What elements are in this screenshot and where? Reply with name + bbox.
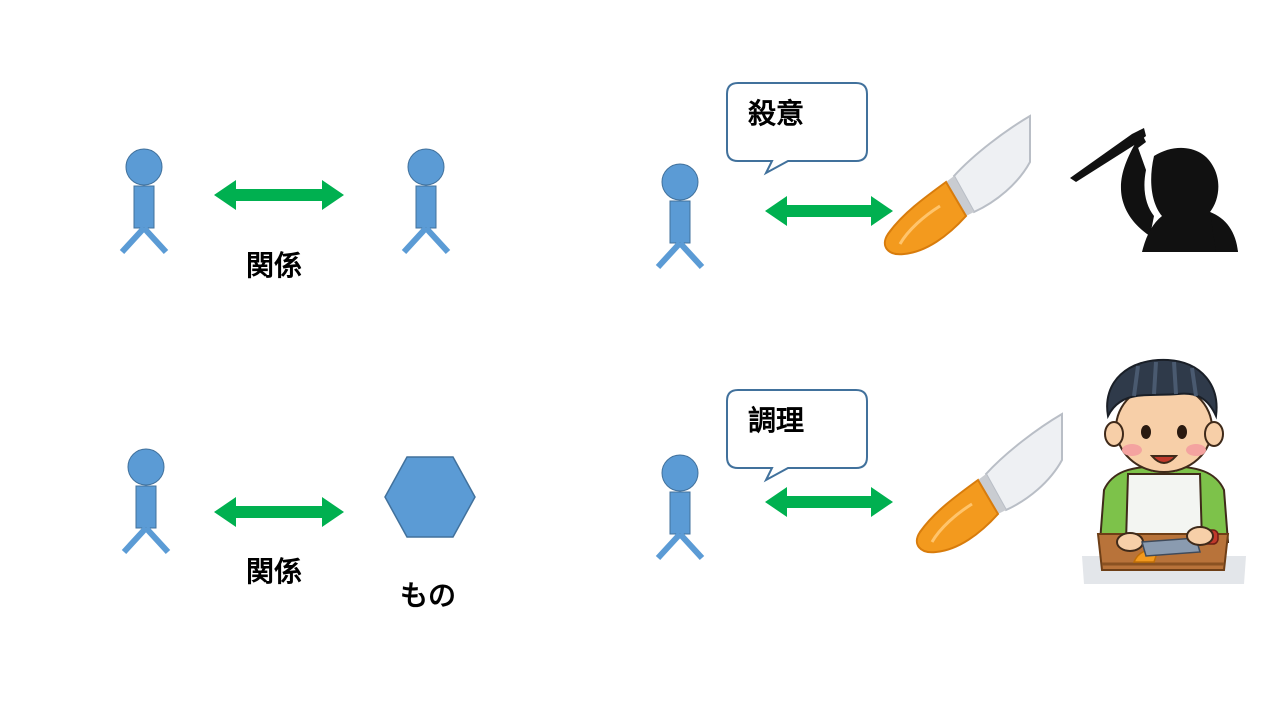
knife-attacker-silhouette-icon [1070,128,1238,252]
double-headed-arrow-icon [765,196,893,226]
stick-person-icon [401,148,451,255]
stick-person-icon [119,148,169,255]
speech-bubble [726,389,868,483]
relation-label-bottom: 関係 [246,555,303,588]
double-headed-arrow-icon [214,180,344,210]
hexagon-icon [384,456,476,538]
kitchen-knife-icon [883,114,1031,256]
double-headed-arrow-icon [214,497,344,527]
double-headed-arrow-icon [765,487,893,517]
stick-person-icon [655,454,705,561]
kitchen-knife-icon [915,412,1063,554]
murder-intent-label: 殺意 [748,97,805,130]
speech-bubble [726,82,868,176]
object-label: もの [400,579,457,612]
relation-label-top: 関係 [246,249,303,282]
stick-person-icon [655,163,705,270]
stick-person-icon [121,448,171,555]
cooking-label: 調理 [748,404,805,437]
cooking-man-icon [1082,358,1246,584]
